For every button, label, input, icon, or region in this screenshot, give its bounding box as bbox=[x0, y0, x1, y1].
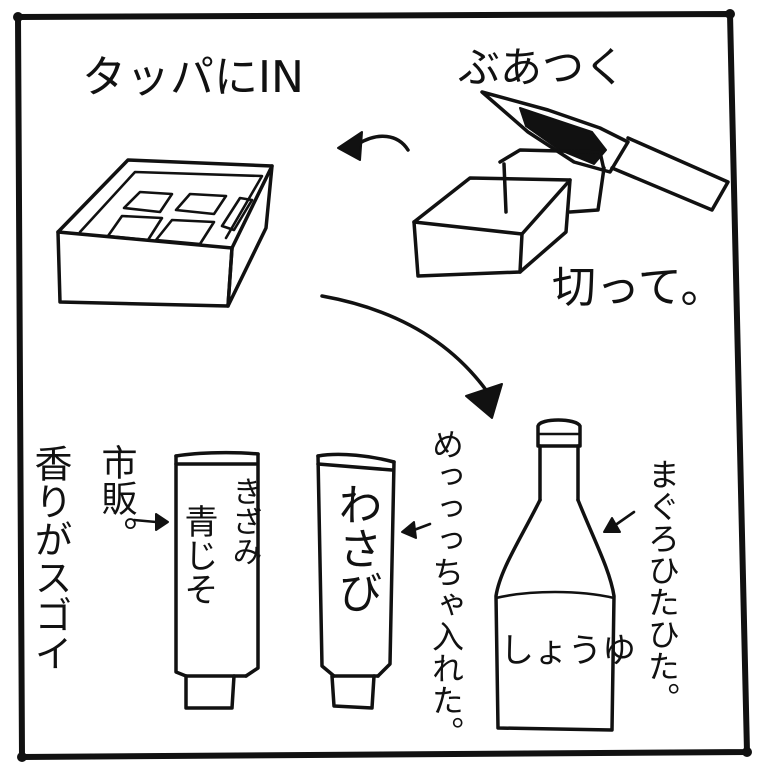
arrow-small-icon bbox=[132, 513, 169, 531]
store-bought-label: 市販。 bbox=[96, 444, 137, 552]
arrow-small-icon bbox=[603, 510, 636, 533]
smell-great-label: 香りがスゴイ bbox=[28, 444, 72, 672]
soy-sauce-label: しょうゆ bbox=[500, 631, 636, 671]
corner-dot bbox=[13, 12, 23, 22]
soak-tuna-label: まぐろひたひた。 bbox=[643, 458, 681, 714]
wasabi-tube bbox=[316, 452, 396, 710]
tupperware-container bbox=[56, 158, 274, 308]
wasabi-label: わさび bbox=[331, 482, 382, 614]
corner-dot bbox=[17, 752, 27, 762]
shiso-label-line1: きざみ bbox=[227, 476, 262, 566]
corner-dot bbox=[742, 747, 752, 757]
cut-label: 切って。 bbox=[552, 262, 724, 313]
tuna-block-front bbox=[412, 176, 572, 278]
arrow-left-icon bbox=[337, 131, 410, 161]
svg-text:香りがスゴイ: 香りがスゴイ bbox=[28, 444, 72, 672]
panel-border bbox=[15, 11, 750, 760]
arrow-curve-icon bbox=[320, 294, 503, 419]
shiso-label-line2: 青じそ bbox=[178, 504, 218, 606]
tuna-cubes-in-container bbox=[106, 190, 254, 246]
tupperware-in-label: タッパにIN bbox=[82, 52, 304, 103]
arrow-small-icon bbox=[401, 521, 432, 539]
cut-thick-label: ぶあつく bbox=[458, 43, 626, 92]
tuna-block-back bbox=[498, 148, 606, 214]
shiso-tube bbox=[174, 450, 260, 710]
soy-sauce-bottle bbox=[494, 418, 616, 732]
corner-dot bbox=[725, 9, 735, 19]
lots-added-label: めっっっちゃ入れた。 bbox=[427, 428, 465, 748]
svg-text:市販。: 市販。 bbox=[96, 444, 137, 552]
